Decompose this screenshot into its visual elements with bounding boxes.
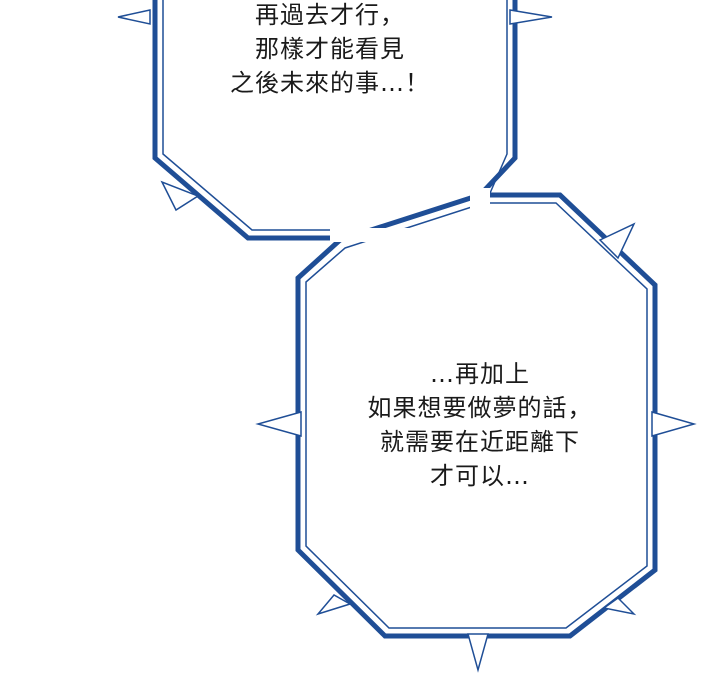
speech-text-bottom: …再加上 如果想要做夢的話， 就需要在近距離下 才可以…: [340, 357, 620, 493]
bubble-spike: [160, 180, 200, 212]
speech-line: 那樣才能看見: [255, 35, 405, 63]
bubble-spike: [598, 222, 636, 260]
bubble-spike: [651, 411, 697, 437]
speech-line: …再加上: [430, 360, 530, 388]
speech-bubble-bottom: [255, 192, 697, 673]
bubble-spike: [467, 633, 489, 673]
bubble-spike: [509, 9, 553, 25]
speech-line: 就需要在近距離下: [380, 428, 580, 456]
speech-text-top: 再過去才行， 那樣才能看見 之後未來的事…！: [200, 0, 460, 100]
speech-line: 之後未來的事…！: [230, 69, 430, 97]
speech-line: 如果想要做夢的話，: [367, 394, 593, 422]
bubble-spike: [117, 9, 151, 25]
bubble-spike: [602, 597, 637, 616]
speech-line: 才可以…: [430, 462, 530, 490]
bubble-spike: [315, 594, 352, 616]
bubble-spike: [255, 411, 302, 437]
speech-line: 再過去才行，: [255, 1, 405, 29]
